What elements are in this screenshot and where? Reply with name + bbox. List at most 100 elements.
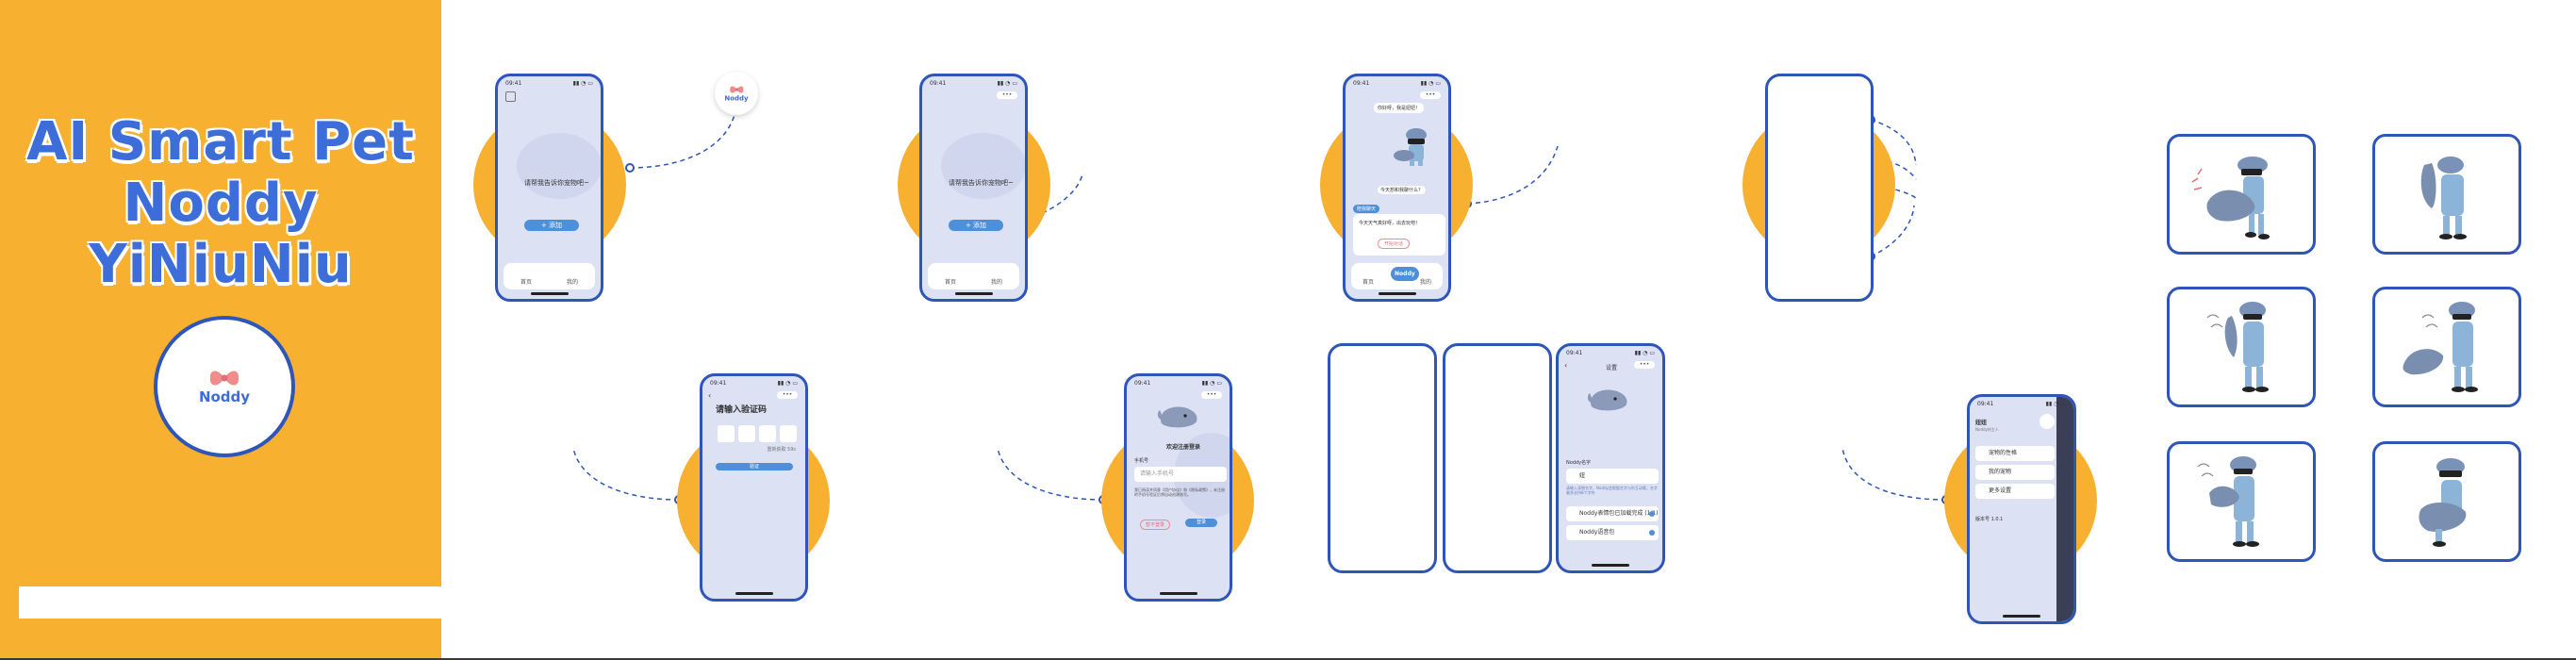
- phone-home-variant: 09:41 ▮▮ ◔ ▭ ••• 请帮我告诉你宠物吧~ + 添加 首页 我的: [919, 74, 1028, 302]
- status-time: 09:41: [505, 80, 522, 87]
- noddy-sticker-icon: [2403, 302, 2478, 392]
- bg-blob: [517, 133, 601, 199]
- status-time: 09:41: [710, 380, 727, 387]
- brand-logo-text: Noddy: [198, 388, 251, 405]
- tab-noddy[interactable]: Noddy: [1391, 267, 1419, 281]
- login-title: 欢迎注册登录: [1166, 444, 1201, 451]
- chat-card: 今天天气真好呀，出去玩吧！ 开始对话: [1353, 214, 1445, 256]
- code-digit-4[interactable]: [780, 425, 797, 442]
- add-pet-button[interactable]: + 添加: [949, 220, 1003, 231]
- profile-name: 妞妞: [1975, 420, 1988, 426]
- noddy-sticker-icon: [2197, 456, 2259, 547]
- scan-icon[interactable]: [505, 91, 516, 102]
- sticker-pack-option[interactable]: Noddy表情包已加载完成 (1/1): [1566, 506, 1659, 521]
- home-indicator: [2003, 615, 2040, 618]
- status-icons: ▮▮ ◔ ▭: [572, 80, 593, 87]
- sticker-card: [2167, 134, 2316, 255]
- tab-mine[interactable]: 我的: [566, 279, 578, 286]
- chat-bubble-top: 你好呀，我是妞妞！: [1374, 103, 1425, 113]
- bow-icon: [729, 86, 744, 93]
- home-indicator: [1378, 292, 1416, 295]
- capsule-menu[interactable]: •••: [997, 91, 1017, 99]
- chat-bubble-right: 今天想和我聊什么？: [1378, 186, 1427, 194]
- home-indicator: [954, 292, 993, 295]
- back-icon[interactable]: ‹: [1564, 361, 1568, 370]
- avatar[interactable]: [2039, 414, 2055, 429]
- capsule-menu[interactable]: •••: [1201, 391, 1222, 399]
- phone-chat: 09:41▮▮ ◔ ▭ ••• 你好呀，我是妞妞！ 今天想和我聊什么？ 陪我聊天…: [1343, 74, 1451, 302]
- menu-more-settings[interactable]: 更多设置: [1975, 484, 2055, 499]
- noddy-character-icon: [1394, 128, 1427, 166]
- tab-home[interactable]: 首页: [1362, 279, 1375, 286]
- tab-mine[interactable]: 我的: [990, 279, 1002, 286]
- sticker-card: [2372, 441, 2521, 562]
- status-icons: ▮▮ ◔ ▭: [997, 80, 1017, 87]
- login-button[interactable]: 登录: [1185, 519, 1217, 527]
- back-icon[interactable]: ‹: [708, 391, 712, 400]
- capsule-menu[interactable]: •••: [1634, 361, 1655, 369]
- code-digit-2[interactable]: [738, 425, 755, 442]
- sticker-card: [2372, 287, 2521, 407]
- pet-name-input[interactable]: 妞: [1566, 469, 1659, 484]
- tab-home[interactable]: 首页: [520, 279, 533, 286]
- name-hint: 请输入宠物名字，Noddy会根据名字与你互动哦，名字最多支持8个字符: [1566, 486, 1658, 495]
- check-icon: [1649, 530, 1655, 536]
- tab-bar: 首页 我的: [928, 263, 1019, 289]
- status-icons: ▮▮ ◔ ▭: [1201, 380, 1222, 387]
- capsule-menu[interactable]: •••: [1420, 91, 1441, 99]
- resend-code-link[interactable]: 重新获取 59s: [767, 447, 796, 453]
- brand-logo-badge: Noddy: [154, 316, 295, 457]
- phone-home-empty: 09:41 ▮▮ ◔ ▭ 请帮我告诉你宠物吧~ + 添加 首页 我的: [495, 74, 603, 302]
- home-indicator: [1592, 564, 1629, 567]
- phone-field-label: 手机号: [1134, 458, 1149, 464]
- home-prompt: 请帮我告诉你宠物吧~: [524, 179, 589, 187]
- status-icons: ▮▮ ◔ ▭: [1634, 350, 1655, 356]
- home-indicator: [1159, 592, 1197, 595]
- sticker-card: [2372, 134, 2521, 255]
- phone-blank: [1328, 343, 1437, 573]
- whale-icon: [1587, 389, 1627, 411]
- status-time: 09:41: [1566, 350, 1583, 356]
- start-chat-button[interactable]: 开始对话: [1378, 239, 1411, 249]
- noddy-sticker-icon: [2191, 157, 2270, 239]
- chat-bubble-blue: 陪我聊天: [1353, 205, 1380, 213]
- phone-settings: 09:41 ▮▮ ◔ ▭ ••• ‹ 设置 Noddy名字 妞 请输入宠物名字，N…: [1556, 343, 1665, 573]
- tab-bar: 首页 我的: [504, 263, 595, 289]
- verify-title: 请输入验证码: [716, 405, 768, 415]
- noddy-sticker-icon: [2206, 302, 2269, 392]
- code-digit-1[interactable]: [718, 425, 735, 442]
- status-time: 09:41: [930, 80, 947, 87]
- profile-subtitle: Noddy的主人: [1975, 427, 1999, 432]
- add-pet-button[interactable]: + 添加: [524, 220, 579, 231]
- settings-title: 设置: [1606, 365, 1618, 371]
- floating-logo-text: Noddy: [724, 94, 749, 103]
- skip-login-button[interactable]: 暂不登录: [1140, 520, 1171, 530]
- bottom-rule: [0, 658, 2576, 660]
- status-icons: ▮▮ ◔ ▭: [777, 380, 798, 387]
- menu-pet-personality[interactable]: 宠物的性格: [1975, 446, 2055, 461]
- phone-blank: [1443, 343, 1552, 573]
- whale-icon: [1157, 406, 1197, 428]
- phone-input[interactable]: 请输入手机号: [1134, 467, 1227, 482]
- sticker-card: [2167, 441, 2316, 562]
- chat-card-text: 今天天气真好呀，出去玩吧！: [1359, 221, 1421, 226]
- code-digit-3[interactable]: [759, 425, 776, 442]
- status-time: 09:41: [1353, 80, 1370, 87]
- name-section-label: Noddy名字: [1566, 460, 1592, 466]
- verify-button[interactable]: 验证: [716, 463, 793, 470]
- home-prompt: 请帮我告诉你宠物吧~: [949, 179, 1014, 187]
- bg-blob: [941, 133, 1025, 199]
- tab-home[interactable]: 首页: [945, 279, 957, 286]
- sticker-card: [2167, 287, 2316, 407]
- capsule-menu[interactable]: •••: [777, 391, 798, 399]
- brand-panel: AI Smart Pet Noddy YiNiuNiu Noddy: [0, 0, 441, 660]
- menu-my-pets[interactable]: 我的宠物: [1975, 465, 2055, 480]
- home-indicator: [735, 592, 773, 595]
- status-icons: ▮▮ ◔ ▭: [2045, 401, 2066, 407]
- side-shade: [2056, 397, 2073, 621]
- brand-bottom-bar: [19, 586, 441, 619]
- voice-pack-option[interactable]: Noddy语音包: [1566, 525, 1659, 540]
- brand-title-line1: AI Smart Pet: [26, 111, 415, 173]
- phone-blank: [1765, 74, 1874, 302]
- tab-mine[interactable]: 我的: [1419, 279, 1431, 286]
